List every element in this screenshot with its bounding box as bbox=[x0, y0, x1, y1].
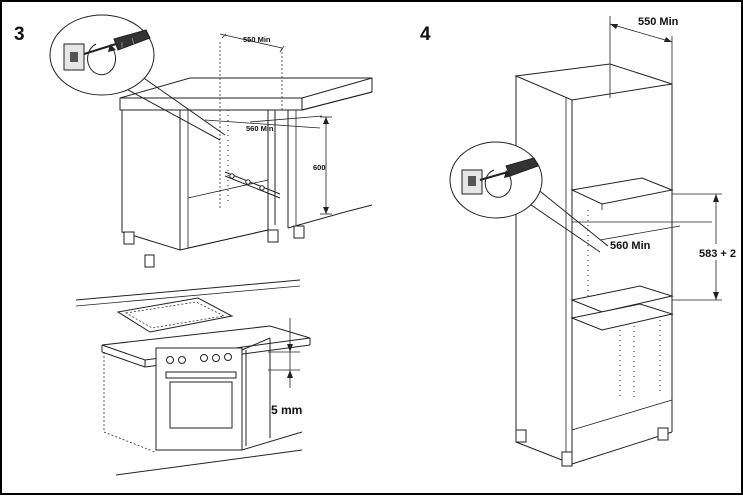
step-number-3: 3 bbox=[14, 24, 25, 45]
step-number-4: 4 bbox=[420, 24, 431, 45]
dimension-depth-panel4: 550 Min bbox=[609, 16, 679, 84]
dimension-width-panel4: 560 Min bbox=[572, 221, 712, 252]
label-depth-550-panel4: 550 Min bbox=[638, 16, 679, 28]
cabinet-right bbox=[287, 110, 373, 229]
detail-circle-panel4 bbox=[449, 141, 543, 219]
label-height-583-panel4: 583 + 2 bbox=[699, 248, 736, 260]
worktop-upper bbox=[119, 77, 373, 111]
dimension-height-panel3: 600 bbox=[313, 116, 332, 215]
panel-4: 4 bbox=[420, 16, 740, 467]
rotate-arrow-icon bbox=[87, 43, 117, 76]
shelf-upper bbox=[570, 177, 674, 205]
dimension-width-panel3: 560 Min bbox=[204, 115, 323, 133]
detail-zoom-panel3 bbox=[49, 14, 226, 141]
label-width-560-panel3: 560 Min bbox=[246, 124, 274, 133]
shelf-lower bbox=[570, 303, 674, 331]
oven-handle bbox=[165, 371, 237, 379]
label-width-560-panel4: 560 Min bbox=[610, 240, 651, 252]
tall-cabinet bbox=[514, 63, 674, 467]
detail-zoom-panel4 bbox=[449, 141, 609, 253]
panel-3: 3 bbox=[14, 14, 373, 476]
oven-window bbox=[169, 381, 233, 429]
rotate-arrow-icon bbox=[484, 169, 512, 198]
hob bbox=[116, 297, 234, 333]
dimension-depth-panel3: 550 Min bbox=[219, 33, 285, 110]
label-height-600-panel3: 600 bbox=[313, 163, 326, 172]
oven-illustration bbox=[75, 279, 311, 476]
cabinet-left bbox=[121, 42, 305, 268]
dimension-gap-panel3: 5 mm bbox=[268, 318, 302, 417]
dimension-height-panel4: 583 + 2 bbox=[672, 193, 740, 301]
label-depth-550-panel3: 550 Min bbox=[243, 35, 271, 44]
shelf-middle bbox=[570, 285, 674, 313]
label-gap-5mm: 5 mm bbox=[271, 403, 302, 417]
